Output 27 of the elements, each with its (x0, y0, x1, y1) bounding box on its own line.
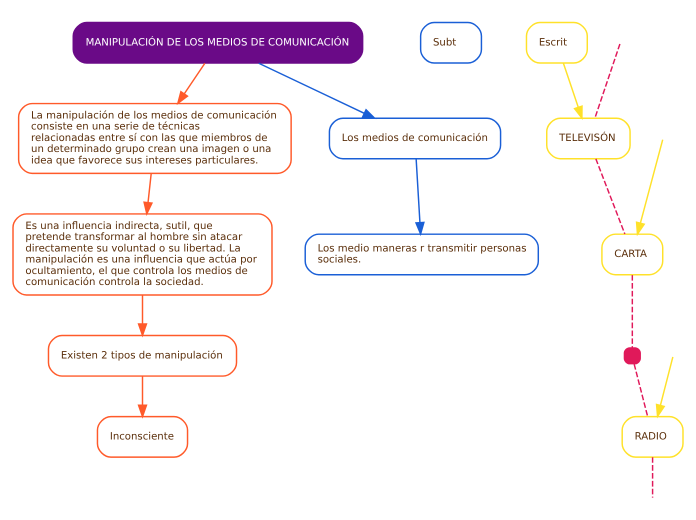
node-box: Es una influencia indirecta, sutil, que pretende transformar al hombre sin atacar directamente su voluntad o su libertad. La manipulación es una influencia que actúa por ocultamiento, el que controla los medios de comunicación controla la sociedad. (12, 212, 273, 296)
connector (594, 43, 621, 118)
node-box: TELEVISÓN (546, 116, 631, 159)
arrow (562, 62, 583, 120)
node-box: CARTA (601, 232, 664, 275)
node-box (624, 346, 641, 364)
node-box: RADIO (621, 415, 684, 458)
arrow (176, 62, 206, 105)
arrow (414, 158, 425, 236)
arrow (138, 376, 148, 418)
node-box: La manipulación de los medios de comunicación consiste en una serie de técnicas relacionadas entre sí con las que miembros de un determinado grupo crean una imagen o una idea que favorece sus intereses particulares. (18, 102, 292, 174)
node-box: Los medios de comunicación (328, 116, 502, 159)
node-box: Existen 2 tipos de manipulación (48, 334, 238, 376)
connector (632, 274, 634, 348)
arrow (636, 139, 664, 236)
node-box: Escrit (526, 21, 588, 64)
node-box: Los medio maneras r transmitir personas sociales. (304, 232, 540, 275)
arrow (143, 172, 154, 216)
arrow (656, 356, 674, 418)
arrow (258, 62, 377, 119)
node-box: MANIPULACIÓN DE LOS MEDIOS DE COMUNICACIÓN (72, 21, 364, 64)
arrow (138, 294, 148, 337)
connector (652, 456, 654, 498)
node-box: Inconsciente (96, 415, 188, 458)
connector (633, 364, 648, 416)
connector (595, 158, 626, 234)
node-box: Subt (420, 21, 482, 64)
